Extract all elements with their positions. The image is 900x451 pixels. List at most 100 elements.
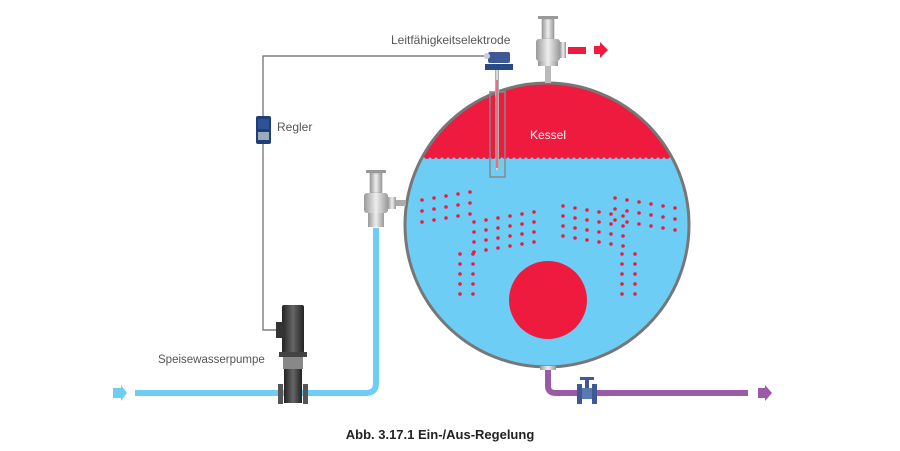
- bubble: [520, 222, 524, 226]
- bubble: [508, 234, 512, 238]
- bubble: [625, 209, 629, 213]
- blowdown-outlet-arrow-icon: [758, 385, 772, 401]
- bubble: [620, 262, 624, 266]
- bubble: [432, 218, 436, 222]
- bubble: [532, 240, 536, 244]
- bubble: [496, 226, 500, 230]
- steam-outlet: [568, 42, 608, 58]
- bubble: [532, 210, 536, 214]
- bubble: [633, 282, 637, 286]
- bubble: [432, 196, 436, 200]
- bubble: [420, 198, 424, 202]
- bubble: [637, 200, 641, 204]
- bubble: [585, 238, 589, 242]
- bubble: [633, 262, 637, 266]
- bubble: [508, 224, 512, 228]
- bubble: [458, 272, 462, 276]
- bubble: [637, 211, 641, 215]
- figure-caption: Abb. 3.17.1 Ein-/Aus-Regelung: [345, 427, 535, 442]
- bubble: [597, 240, 601, 244]
- bubble: [456, 214, 460, 218]
- feedwater-inlet-arrow-icon: [113, 385, 127, 401]
- control-wire: [262, 55, 488, 331]
- bubble: [609, 232, 613, 236]
- bubble: [573, 216, 577, 220]
- bubble: [468, 201, 472, 205]
- bubble: [420, 209, 424, 213]
- bubble: [444, 205, 448, 209]
- bubble: [609, 212, 613, 216]
- bubble: [520, 212, 524, 216]
- bubble: [661, 226, 665, 230]
- bubble: [444, 194, 448, 198]
- bubble: [456, 192, 460, 196]
- bubble: [471, 292, 475, 296]
- bubble: [633, 272, 637, 276]
- bubble: [661, 215, 665, 219]
- bubble: [597, 210, 601, 214]
- bubble: [496, 236, 500, 240]
- electrode-label: Leitfähigkeitselektrode: [391, 33, 511, 47]
- bubble: [484, 248, 488, 252]
- bubble: [620, 282, 624, 286]
- bubble: [621, 224, 625, 228]
- feedwater-pipe: [113, 228, 379, 401]
- bubble: [597, 230, 601, 234]
- bubble: [585, 228, 589, 232]
- bubble: [649, 224, 653, 228]
- bubble: [620, 272, 624, 276]
- bubble: [471, 262, 475, 266]
- bubble: [613, 207, 617, 211]
- bubble: [484, 218, 488, 222]
- bubble: [508, 214, 512, 218]
- bubble: [444, 216, 448, 220]
- bubble: [633, 252, 637, 256]
- bubble: [532, 220, 536, 224]
- bubble: [468, 190, 472, 194]
- bubble: [585, 208, 589, 212]
- bubble: [649, 213, 653, 217]
- bubble: [496, 216, 500, 220]
- bubble: [573, 226, 577, 230]
- bubble: [649, 202, 653, 206]
- feedwater-pump-icon: [276, 305, 308, 404]
- bubble: [508, 244, 512, 248]
- bubble: [621, 214, 625, 218]
- bubble: [420, 220, 424, 224]
- bubble: [561, 234, 565, 238]
- bubble: [484, 238, 488, 242]
- pump-label: Speisewasserpumpe: [158, 354, 265, 366]
- bubble: [432, 207, 436, 211]
- conductivity-electrode: [484, 52, 513, 178]
- bubble: [471, 282, 475, 286]
- bubble: [458, 282, 462, 286]
- bubble: [609, 222, 613, 226]
- bubble: [573, 206, 577, 210]
- bubble: [458, 292, 462, 296]
- bubble: [484, 228, 488, 232]
- bubble: [472, 230, 476, 234]
- boiler-label: Kessel: [530, 128, 567, 142]
- steam-outlet-arrow-icon: [594, 42, 608, 58]
- bubble: [609, 242, 613, 246]
- bubble: [637, 222, 641, 226]
- bubble: [468, 212, 472, 216]
- bubble: [532, 230, 536, 234]
- steam-valve-icon: [536, 16, 566, 83]
- feed-check-valve-icon: [364, 170, 406, 227]
- bubble: [621, 244, 625, 248]
- bubble: [520, 232, 524, 236]
- bubble: [472, 220, 476, 224]
- bubble: [625, 220, 629, 224]
- bubble: [472, 240, 476, 244]
- bubble: [673, 228, 677, 232]
- bubble: [620, 292, 624, 296]
- bubble: [458, 252, 462, 256]
- bubble: [661, 204, 665, 208]
- bubble: [561, 214, 565, 218]
- bubble: [573, 236, 577, 240]
- controller-label: Regler: [277, 120, 313, 134]
- bubble: [613, 196, 617, 200]
